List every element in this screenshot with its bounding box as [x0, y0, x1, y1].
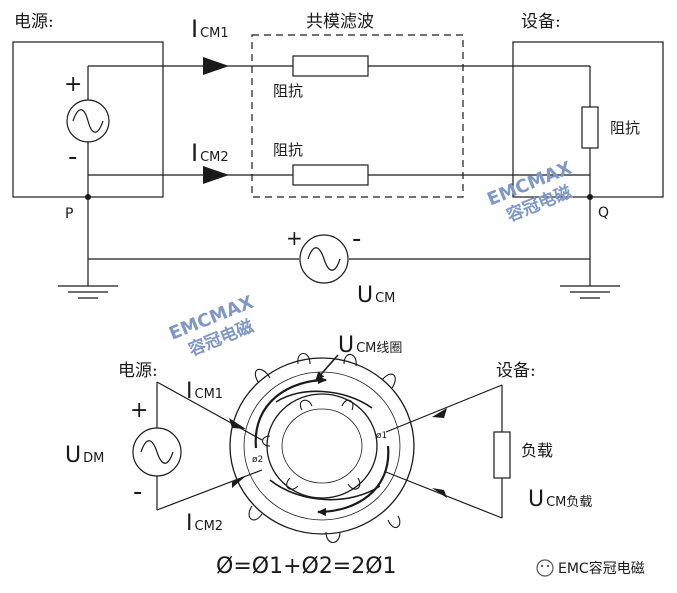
phi2-label: ø2 [252, 455, 263, 465]
node-q-label: Q [598, 205, 609, 221]
node-q-dot [587, 194, 593, 200]
bottom-plus-sign: + [130, 398, 148, 423]
ucm-coil-pointer [315, 354, 339, 381]
footer-brand: EMC容冠电磁 [536, 559, 645, 577]
bottom-minus-sign: - [133, 477, 142, 507]
toroid-core [229, 357, 415, 535]
flux-equation: Ø=Ø1+Ø2=2Ø1 [216, 554, 397, 579]
coil-windings [248, 352, 401, 544]
node-p-dot [85, 194, 91, 200]
top-circuit [12, 34, 664, 299]
impedance-resistor-2 [292, 164, 369, 186]
watermark-right: EMCMAX 容冠电磁 [484, 157, 575, 226]
top-filter-label: 共模滤波 [306, 12, 374, 32]
ucm-plus-sign: + [286, 226, 303, 250]
bottom-source-label: 电源: [118, 361, 158, 381]
arrow-icon [432, 408, 447, 418]
filter-dashed-box [251, 34, 464, 198]
load-resistor [493, 431, 511, 479]
device-impedance-resistor [581, 106, 599, 149]
icm1-arrow-icon [203, 57, 229, 75]
load-label: 负载 [521, 441, 553, 460]
sine-wave-icon [72, 109, 104, 133]
bottom-device-label: 设备: [496, 361, 536, 381]
ucm-minus-sign: - [352, 224, 361, 254]
impedance-label-2: 阻抗 [273, 141, 303, 159]
sine-wave-icon [307, 247, 341, 271]
impedance-label-1: 阻抗 [273, 82, 303, 100]
flux-paths [254, 376, 390, 516]
node-p-label: P [65, 206, 73, 222]
arrow-icon [432, 488, 447, 498]
impedance-resistor-1 [292, 55, 369, 77]
phi1-label: ø1 [376, 431, 387, 441]
wechat-icon [536, 559, 554, 577]
arrow-icon [232, 476, 246, 488]
watermark-center: EMCMAX 容冠电磁 [166, 292, 257, 361]
sine-wave-icon [140, 440, 174, 464]
footer-brand-text: EMC容冠电磁 [558, 560, 645, 577]
top-device-label: 设备: [521, 12, 561, 32]
top-source-label: 电源: [14, 12, 54, 32]
source-minus-sign: - [68, 142, 77, 172]
source-plus-sign: + [64, 72, 82, 97]
icm2-arrow-icon [203, 166, 229, 184]
device-impedance-label: 阻抗 [610, 119, 640, 137]
